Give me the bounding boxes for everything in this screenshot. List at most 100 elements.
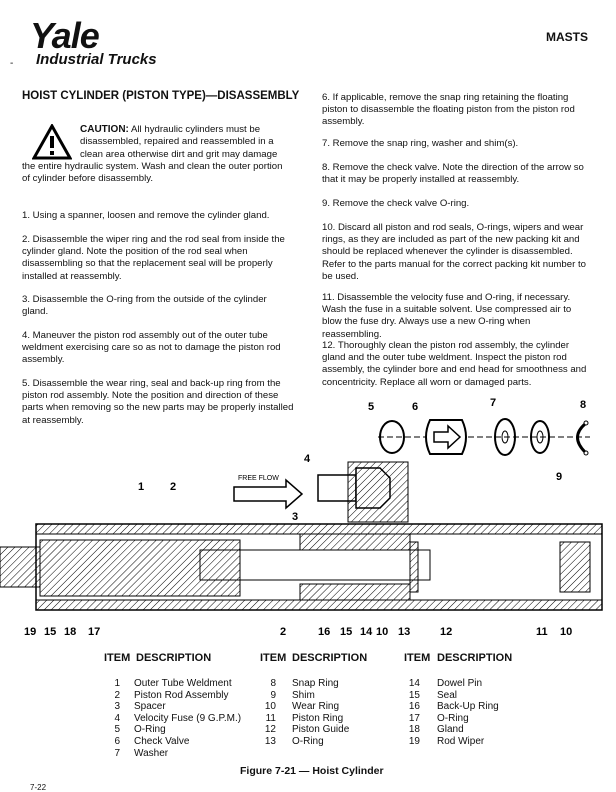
item-number: 17 — [408, 712, 420, 724]
item-number: 14 — [408, 678, 420, 689]
step: 2. Disassemble the wiper ring and the ro… — [22, 234, 285, 282]
table-row: 7 Washer — [0, 748, 616, 760]
item-description: Check Valve — [134, 736, 190, 747]
step: 5. Disassemble the wear ring, seal and b… — [22, 378, 294, 426]
item-number: 8 — [270, 678, 276, 689]
warning-icon — [32, 124, 72, 160]
item-description: Velocity Fuse (9 G.P.M.) — [134, 712, 242, 724]
col-item-header: ITEM — [104, 652, 131, 664]
callout: 16 — [318, 626, 330, 638]
item-description: Piston Rod Assembly — [134, 689, 229, 701]
item-description: O-Ring — [292, 736, 324, 747]
item-description: Shim — [292, 689, 315, 701]
table-row: 6 Check Valve — [0, 736, 616, 748]
item-number: 7 — [114, 747, 120, 759]
step: 11. Disassemble the velocity fuse and O-… — [322, 292, 572, 340]
item-description: Outer Tube Weldment — [134, 678, 232, 689]
item-number: 16 — [408, 701, 420, 713]
step: 9. Remove the check valve O-ring. — [322, 198, 470, 209]
item-number: 18 — [408, 724, 420, 736]
table-row: 9 Shim — [0, 690, 616, 702]
callout: 2 — [170, 481, 176, 493]
item-description: Washer — [134, 747, 169, 759]
brand-logo: Yale — [30, 15, 100, 56]
table-row: 10 Wear Ring — [0, 701, 616, 713]
step: 1. Using a spanner, loosen and remove th… — [22, 210, 270, 221]
callout: 10 — [376, 626, 388, 638]
step: 3. Disassemble the O-ring from the outsi… — [22, 294, 267, 318]
callout: 2 — [280, 626, 286, 638]
item-description: Wear Ring — [292, 701, 340, 713]
caution-block: CAUTION: All hydraulic cylinders must be… — [22, 124, 292, 185]
callout: 10 — [560, 626, 572, 638]
item-number: 10 — [264, 701, 276, 713]
callout: 15 — [44, 626, 56, 638]
callout: 5 — [368, 401, 374, 413]
table-row: 12 Piston Guide — [0, 724, 616, 736]
callout: 12 — [440, 626, 452, 638]
item-number: 5 — [114, 724, 120, 736]
callout: 15 — [340, 626, 352, 638]
cylinder-body — [0, 523, 603, 611]
brand-subtitle: Industrial Trucks — [36, 51, 157, 68]
step: 7. Remove the snap ring, washer and shim… — [322, 138, 519, 149]
callout: 18 — [64, 626, 76, 638]
margin-mark: - — [10, 58, 14, 69]
figure-caption: Figure 7-21 — Hoist Cylinder — [240, 765, 384, 777]
callout: 4 — [304, 453, 311, 465]
table-row: 14 Dowel Pin — [0, 678, 616, 690]
step: 4. Maneuver the piston rod assembly out … — [22, 330, 281, 366]
velocity-fuse — [317, 461, 409, 523]
hoist-cylinder-diagram: FREE FLOW 5 6 7 8 9 4 1 2 3 19 15 18 17 … — [0, 397, 603, 638]
callout: 6 — [412, 401, 418, 413]
item-number: 2 — [114, 689, 120, 701]
item-description: O-Ring — [437, 712, 469, 724]
item-number: 13 — [264, 736, 276, 747]
table-row: 8 Snap Ring — [0, 678, 616, 690]
col-item-header: ITEM — [260, 652, 287, 664]
caution-label: CAUTION: — [80, 124, 129, 135]
callout: 13 — [398, 626, 410, 638]
item-number: 4 — [114, 712, 120, 724]
table-row: 4 Velocity Fuse (9 G.P.M.) — [0, 713, 616, 725]
item-description: Piston Guide — [292, 724, 350, 736]
item-description: Piston Ring — [292, 712, 344, 724]
item-description: Rod Wiper — [437, 736, 485, 747]
item-number: 19 — [408, 736, 420, 747]
section-title: MASTS — [546, 30, 588, 44]
table-row: 2 Piston Rod Assembly — [0, 690, 616, 702]
free-flow-arrow — [233, 478, 304, 510]
item-number: 6 — [114, 736, 120, 747]
step: 8. Remove the check valve. Note the dire… — [322, 162, 584, 186]
step: 10. Discard all piston and rod seals, O-… — [322, 222, 586, 282]
callout: 8 — [580, 399, 586, 411]
callout: 17 — [88, 626, 100, 638]
callout: 7 — [490, 397, 496, 409]
item-number: 12 — [264, 724, 276, 736]
item-number: 9 — [270, 689, 276, 701]
table-row: 3 Spacer — [0, 701, 616, 713]
page-heading: HOIST CYLINDER (PISTON TYPE)—DISASSEMBLY — [22, 90, 300, 102]
item-description: Spacer — [134, 701, 166, 713]
col-desc-header: DESCRIPTION — [136, 652, 212, 664]
callout: 11 — [536, 626, 548, 638]
item-number: 3 — [114, 701, 120, 713]
callout: 14 — [360, 626, 373, 638]
table-row: 13 O-Ring — [0, 736, 616, 748]
item-description: Snap Ring — [292, 678, 339, 689]
callout: 3 — [292, 511, 298, 523]
col-item-header: ITEM — [404, 652, 431, 664]
item-description: Dowel Pin — [437, 678, 483, 689]
caution-text: All hydraulic cylinders must be disassem… — [22, 124, 283, 185]
step: 12. Thoroughly clean the piston rod asse… — [322, 340, 587, 388]
item-number: 15 — [408, 689, 420, 701]
table-row: 17 O-Ring — [0, 713, 616, 725]
callout: 19 — [24, 626, 36, 638]
col-desc-header: DESCRIPTION — [292, 652, 368, 664]
table-row: 19 Rod Wiper — [0, 736, 616, 748]
